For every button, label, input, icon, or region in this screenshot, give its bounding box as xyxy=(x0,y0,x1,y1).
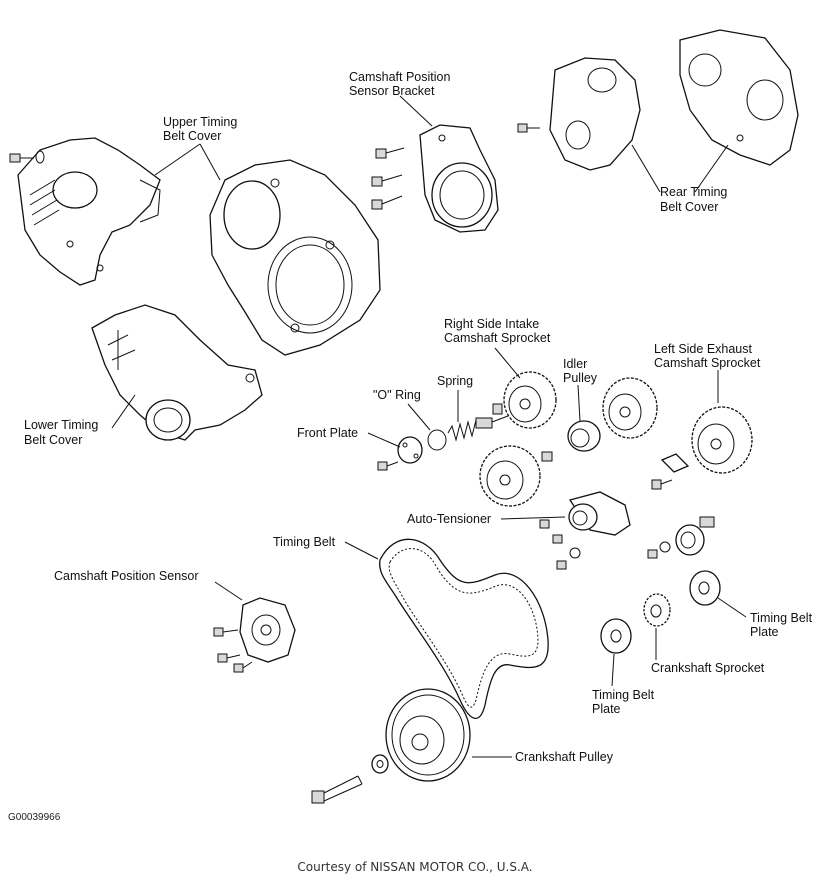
spring-part xyxy=(447,403,509,442)
bracket-bolts xyxy=(371,147,405,210)
leader-lines xyxy=(111,95,747,758)
label-o-ring: "O" Ring xyxy=(373,388,421,402)
o-ring-part xyxy=(427,429,447,451)
timing-belt-plate-lower-part xyxy=(600,618,632,654)
figure-id: G00039966 xyxy=(8,812,61,823)
crankshaft-pulley-part xyxy=(371,688,471,782)
label-upper-cover-l1: Upper Timing xyxy=(163,115,237,129)
label-right-intake-l2: Camshaft Sprocket xyxy=(444,331,551,345)
left-exhaust-sprocket-part xyxy=(691,406,753,474)
upper-timing-belt-cover-left-part xyxy=(17,137,161,286)
auto-tensioner-part xyxy=(539,491,631,570)
rear-cover-bolt xyxy=(517,123,540,133)
camshaft-position-sensor-bracket-part xyxy=(419,124,499,233)
label-lower-cover-l1: Lower Timing xyxy=(24,418,98,432)
label-belt-plate-lower-l2: Plate xyxy=(592,702,621,716)
upper-cover-bolt xyxy=(9,150,45,164)
exhaust-sprocket-washer-and-bolt xyxy=(651,453,690,490)
timing-belt-plate-right-part xyxy=(689,570,721,606)
front-plate-bolt xyxy=(377,461,399,471)
timing-belt-part xyxy=(379,538,549,719)
label-left-exhaust-l2: Camshaft Sprocket xyxy=(654,356,761,370)
rear-timing-belt-cover-part xyxy=(549,29,799,171)
label-rear-cover-l2: Belt Cover xyxy=(660,200,718,214)
tensioner-pulley-right-part xyxy=(647,516,715,559)
label-cmp-bracket-l2: Sensor Bracket xyxy=(349,84,435,98)
exhaust-sprocket-center-part xyxy=(602,377,658,439)
crankshaft-sprocket-part xyxy=(643,593,671,627)
label-belt-plate-right-l2: Plate xyxy=(750,625,779,639)
label-cmp-bracket-l1: Camshaft Position xyxy=(349,70,450,84)
label-upper-cover-l2: Belt Cover xyxy=(163,129,221,143)
label-right-intake-l1: Right Side Intake xyxy=(444,317,539,331)
label-belt-plate-right-l1: Timing Belt xyxy=(750,611,813,625)
label-lower-cover-l2: Belt Cover xyxy=(24,433,82,447)
label-front-plate: Front Plate xyxy=(297,426,358,440)
label-spring: Spring xyxy=(437,374,473,388)
idler-pulley-part xyxy=(541,420,601,462)
lower-timing-belt-cover-part xyxy=(91,304,263,441)
upper-timing-belt-cover-right-part xyxy=(209,159,381,356)
credit-line: Courtesy of NISSAN MOTOR CO., U.S.A. xyxy=(297,860,533,874)
label-belt-plate-lower-l1: Timing Belt xyxy=(592,688,655,702)
label-rear-cover-l1: Rear Timing xyxy=(660,185,727,199)
label-auto-tensioner: Auto-Tensioner xyxy=(407,512,491,526)
crankshaft-pulley-bolt xyxy=(311,775,363,804)
label-crank-sprocket: Crankshaft Sprocket xyxy=(651,661,765,675)
label-timing-belt: Timing Belt xyxy=(273,535,336,549)
label-idler-l2: Pulley xyxy=(563,371,598,385)
front-plate-part xyxy=(397,436,423,464)
camshaft-position-sensor-part xyxy=(213,597,296,673)
right-intake-sprocket-part xyxy=(503,371,557,429)
label-idler-l1: Idler xyxy=(563,357,587,371)
label-crank-pulley: Crankshaft Pulley xyxy=(515,750,614,764)
label-left-exhaust-l1: Left Side Exhaust xyxy=(654,342,753,356)
lower-intake-sprocket-part xyxy=(479,445,541,507)
label-cmp-sensor: Camshaft Position Sensor xyxy=(54,569,199,583)
